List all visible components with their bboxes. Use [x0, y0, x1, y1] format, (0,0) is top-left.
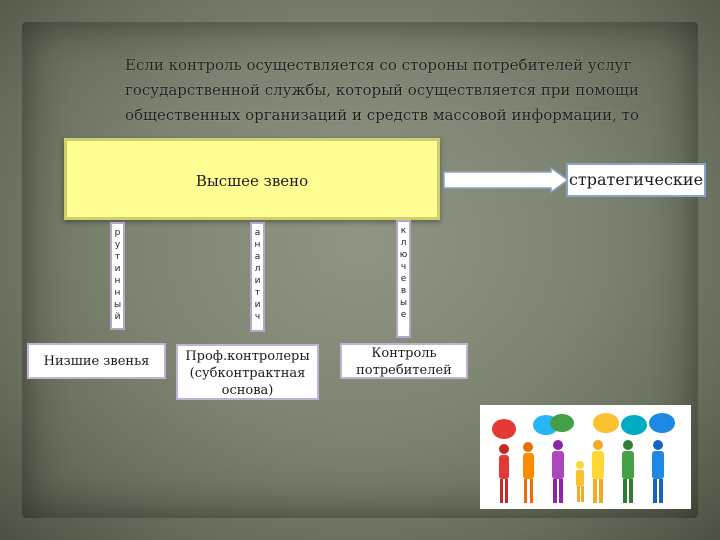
professional-controllers-box: Проф.контролеры (субконтрактная основа) — [176, 344, 319, 400]
connector-letter: ы — [399, 298, 408, 308]
connector-letter: в — [400, 286, 407, 296]
lower-level-label: Низшие звенья — [43, 354, 150, 369]
connector-letter: ч — [400, 262, 407, 272]
connector-letter: е — [400, 274, 407, 284]
connector-letter: н — [114, 276, 121, 286]
box-line: (субконтрактная — [189, 366, 306, 381]
connector-letter: л — [254, 264, 261, 274]
connector-letter: а — [254, 228, 261, 238]
connector-letter: й — [114, 312, 121, 322]
connector-key: к л ю ч е в ы е — [396, 220, 411, 338]
connector-letter: р — [114, 228, 121, 238]
title-line: Если контроль осуществляется со стороны … — [125, 56, 632, 74]
connector-letter: ю — [399, 250, 408, 260]
connector-letter: е — [400, 310, 407, 320]
title-line: государственной службы, который осуществ… — [125, 81, 639, 99]
box-line: потребителей — [356, 363, 452, 378]
top-level-box: Высшее звено — [64, 138, 440, 220]
top-level-label: Высшее звено — [195, 172, 309, 190]
connector-analytic: а н а л и т и ч — [250, 222, 265, 332]
connector-letter: н — [114, 288, 121, 298]
title-line: общественных организаций и средств массо… — [125, 106, 639, 124]
consumer-control-box: Контроль потребителей — [340, 343, 468, 379]
connector-letter: и — [114, 264, 121, 274]
people-with-speech-bubbles-icon — [492, 413, 675, 503]
connector-letter: к — [400, 226, 407, 236]
connector-routine: р у т и н н ы й — [110, 222, 125, 330]
box-line: Проф.контролеры — [185, 349, 310, 364]
box-line: основа) — [221, 383, 274, 398]
slide-title: Если контроль осуществляется со стороны … — [125, 53, 685, 128]
connector-letter: н — [254, 240, 261, 250]
connector-letter: и — [254, 300, 261, 310]
connector-letter: а — [254, 252, 261, 262]
connector-letter: у — [114, 240, 121, 250]
lower-level-box: Низшие звенья — [27, 343, 166, 379]
box-line: Контроль — [371, 346, 437, 361]
people-speech-bubbles-illustration — [480, 405, 691, 509]
right-arrow-icon — [443, 167, 569, 193]
connector-letter: т — [254, 288, 261, 298]
connector-letter: т — [114, 252, 121, 262]
connector-letter: ы — [113, 300, 122, 310]
connector-letter: ч — [254, 312, 261, 322]
strategic-box: стратегические — [566, 163, 706, 197]
strategic-label: стратегические — [568, 170, 704, 189]
connector-letter: и — [254, 276, 261, 286]
connector-letter: л — [400, 238, 407, 248]
